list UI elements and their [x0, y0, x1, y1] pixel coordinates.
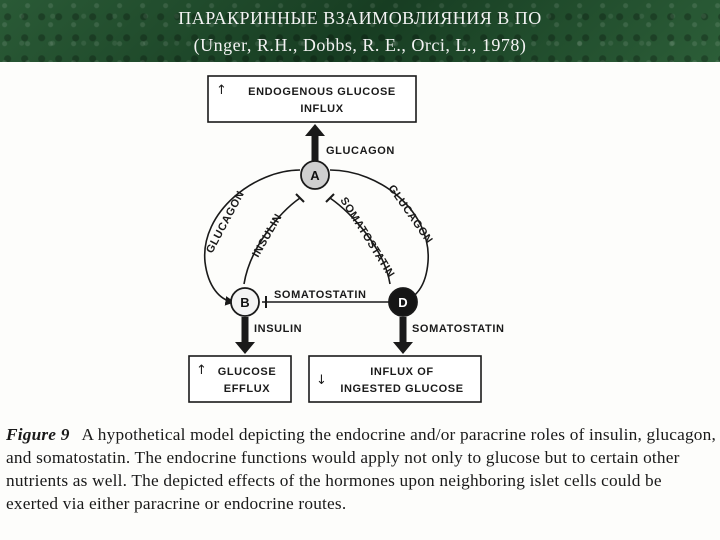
up-arrow-icon: ↑	[216, 83, 227, 98]
box-line2: INGESTED GLUCOSE	[340, 383, 463, 395]
box-line1: INFLUX OF	[370, 366, 433, 378]
label-somatostatin-mid: SOMATOSTATIN	[274, 289, 367, 301]
label-insulin-bottom: INSULIN	[254, 323, 302, 335]
slide-header: ПАРАКРИННЫЕ ВЗАИМОВЛИЯНИЯ В ПО (Unger, R…	[0, 0, 720, 62]
label-insulin-diag: INSULIN	[250, 212, 284, 260]
box-line1: GLUCOSE	[218, 366, 277, 378]
beta-cell: B	[230, 287, 260, 317]
cell-a-label: A	[310, 168, 320, 183]
figure-label: Figure 9	[6, 425, 70, 444]
insulin-inhibition-bar	[295, 193, 305, 203]
alpha-cell: A	[300, 160, 330, 190]
scanned-figure	[0, 62, 720, 540]
cell-b-label: B	[240, 295, 249, 310]
glucagon-a-to-d-path	[329, 169, 429, 305]
somatostatin-output-arrowhead	[393, 342, 413, 354]
label-glucagon-right: GLUCAGON	[386, 183, 435, 246]
citation: (Unger, R.H., Dobbs, R. E., Orci, L., 19…	[193, 35, 527, 55]
endogenous-glucose-box: ↑ ENDOGENOUS GLUCOSE INFLUX	[207, 75, 417, 123]
label-somatostatin-bottom: SOMATOSTATIN	[412, 323, 505, 335]
box-line2: EFFLUX	[224, 383, 270, 395]
somatostatin-inhibition-bar	[325, 193, 335, 203]
label-glucagon-top: GLUCAGON	[326, 145, 395, 157]
label-somatostatin-diag: SOMATOSTATIN	[337, 195, 396, 280]
up-arrow-icon: ↑	[196, 363, 207, 378]
glucagon-output-arrowhead	[305, 124, 325, 136]
somatostatin-d-to-a-path	[329, 197, 391, 285]
caption-text: A hypothetical model depicting the endoc…	[6, 425, 717, 513]
insulin-output-arrowhead	[235, 342, 255, 354]
label-glucagon-left: GLUCAGON	[204, 189, 247, 256]
slide-title: ПАРАКРИННЫЕ ВЗАИМОВЛИЯНИЯ В ПО	[178, 8, 542, 28]
glucose-efflux-box: ↑ GLUCOSE EFFLUX	[188, 355, 292, 403]
box-line1: ENDOGENOUS GLUCOSE	[248, 86, 396, 98]
glucagon-a-to-b-path	[204, 169, 301, 306]
delta-cell: D	[388, 287, 418, 317]
box-line2: INFLUX	[300, 103, 343, 115]
ingested-glucose-box: ↓ INFLUX OF INGESTED GLUCOSE	[308, 355, 482, 403]
insulin-b-to-a-path	[243, 197, 301, 285]
islet-paracrine-diagram: ↑ ENDOGENOUS GLUCOSE INFLUX GLUCAGON SOM…	[188, 75, 505, 403]
cell-d-label: D	[398, 295, 407, 310]
down-arrow-icon: ↓	[316, 373, 327, 388]
